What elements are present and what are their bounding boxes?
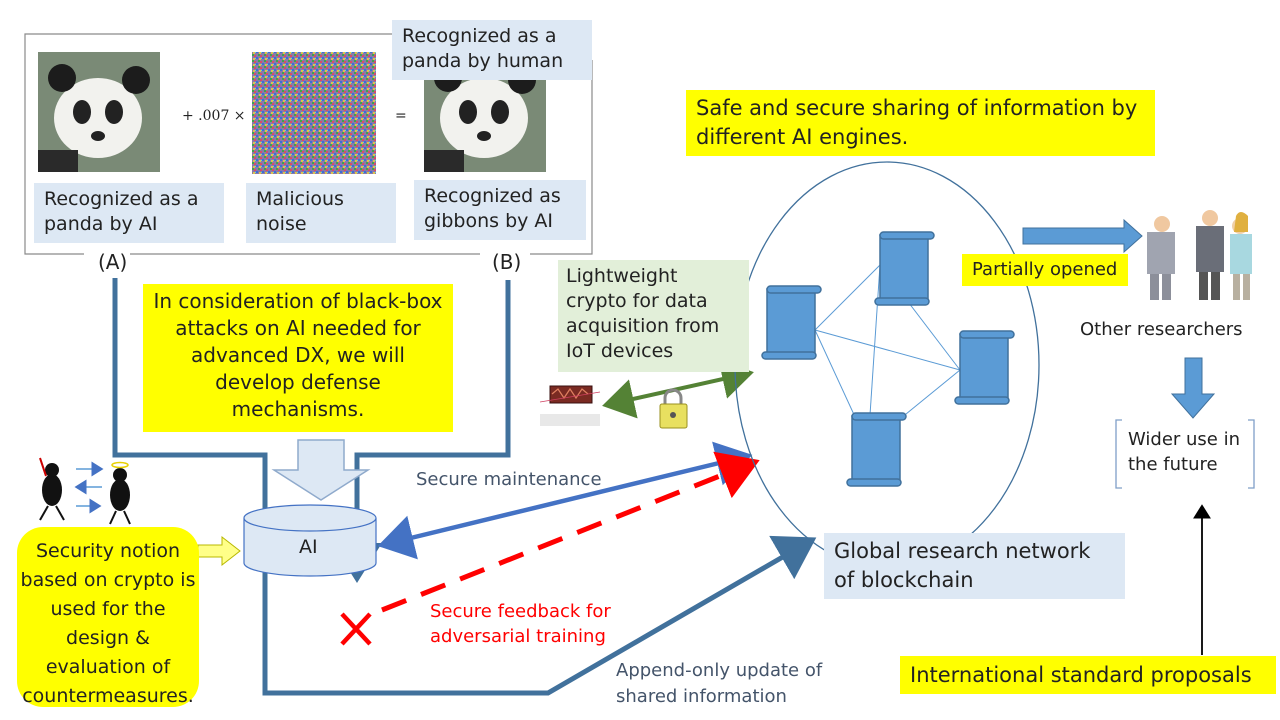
blockchain-node-1[interactable]	[761, 285, 822, 360]
iot-crypto-arrow	[602, 359, 754, 419]
secure-feedback-arrow	[381, 451, 760, 613]
partially-opened-label: Partially opened	[962, 254, 1128, 286]
blocked-x-icon	[340, 612, 372, 646]
blockchain-node-2[interactable]	[874, 231, 935, 306]
defense-mechanism-note: In consideration of black-box attacks on…	[143, 284, 453, 432]
formula-equals: =	[395, 108, 407, 124]
secure-feedback-label: Secure feedback for adversarial training	[430, 601, 611, 647]
iot-chip-icon	[539, 385, 601, 426]
security-notion-arrow	[197, 535, 241, 567]
international-standard-label: International standard proposals	[900, 656, 1276, 694]
panda-image-a	[38, 52, 160, 172]
other-researchers-label: Other researchers	[1080, 319, 1243, 340]
lightweight-crypto-note: Lightweight crypto for data acquisition …	[558, 260, 749, 372]
blockchain-node-4[interactable]	[846, 412, 907, 487]
security-notion-note: Security notion based on crypto is used …	[17, 527, 199, 707]
label-b: (B)	[490, 250, 524, 275]
label-a: (A)	[96, 250, 130, 275]
blockchain-node-3[interactable]	[954, 330, 1015, 405]
formula-plus: + .007 ×	[182, 108, 246, 124]
lock-icon	[659, 388, 688, 429]
ai-cylinder[interactable]	[243, 504, 377, 577]
researchers-people-icon	[1147, 210, 1252, 300]
append-only-label: Append-only update of shared information	[616, 660, 823, 707]
exchange-arrows	[74, 461, 104, 514]
global-network-label: Global research network of blockchain	[824, 533, 1125, 599]
recognized-ai-label: Recognized as a panda by AI	[34, 183, 224, 243]
secure-maintenance-arrow	[377, 441, 753, 560]
secure-maintenance-label: Secure maintenance	[416, 469, 602, 490]
recognized-gibbon-label: Recognized as gibbons by AI	[414, 180, 586, 240]
attacker-defender-icon	[39, 457, 131, 525]
wider-use-label: Wider use in the future	[1128, 429, 1241, 475]
wider-use-bracket	[1115, 419, 1255, 489]
defense-down-arrow	[271, 439, 371, 501]
figure-frame	[24, 33, 593, 255]
malicious-noise-label: Malicious noise	[246, 183, 396, 243]
safe-sharing-note: Safe and secure sharing of information b…	[686, 90, 1155, 156]
noise-image	[252, 52, 376, 174]
ai-label: AI	[299, 536, 318, 558]
recognized-human-label: Recognized as a panda by human	[392, 20, 592, 80]
partially-opened-arrow	[1022, 218, 1143, 254]
wider-use-arrow	[1170, 357, 1216, 419]
append-only-flow-line	[112, 278, 817, 696]
